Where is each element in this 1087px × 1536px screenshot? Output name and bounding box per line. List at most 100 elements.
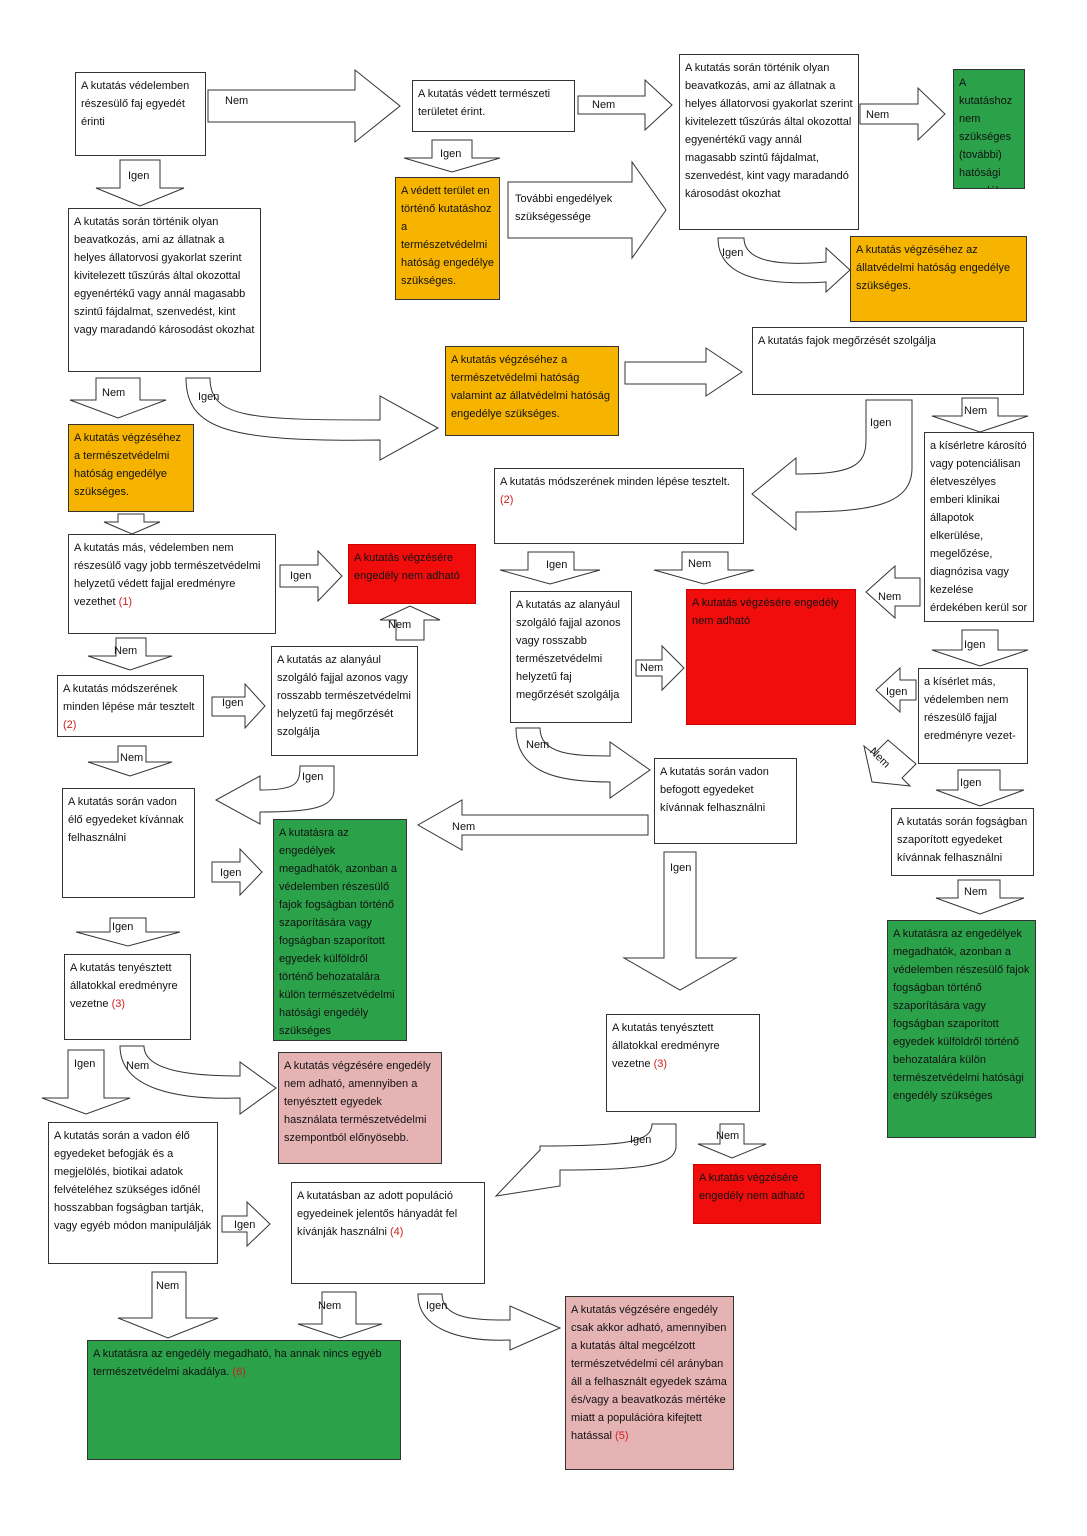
label-igen-4: Igen [198, 391, 220, 403]
arrow-b21-b28 [622, 851, 738, 991]
box-conditional-no-permit: A kutatás végzésére engedély nem adható,… [278, 1052, 442, 1164]
box-protected-area: A kutatás védett természeti területet ér… [412, 80, 575, 132]
label-igen-9: Igen [886, 686, 908, 698]
box-method-tested-1: A kutatás módszerének minden lépése tesz… [494, 468, 744, 544]
arrow-b3-b7 [717, 237, 851, 294]
box-alternative-species: A kutatás más, védelemben nem részesülő … [68, 534, 276, 634]
arrow-b1-b8 [95, 159, 185, 207]
label-igen-8: Igen [964, 639, 986, 651]
arrow-b22-b25 [75, 917, 181, 947]
label-nem-10: Nem [640, 662, 664, 674]
label-nem-13: Igen [960, 777, 982, 789]
box-population-share: A kutatásban az adott populáció egyedein… [291, 1182, 485, 1284]
label-igen-2: Igen [440, 148, 462, 160]
box-no-permit-needed: A kutatáshoz nem szükséges (további) hat… [953, 69, 1025, 189]
label-nem-16: Igen [74, 1058, 96, 1070]
label-igen-5: Igen [870, 417, 892, 429]
label-igen-3: Igen [722, 247, 744, 259]
arrow-b13-b17 [865, 564, 921, 620]
box-not-permitted-3: A kutatás végzésére engedély nem adható [693, 1164, 821, 1224]
label-nem-8: Nem [388, 619, 412, 631]
label-igen-14: Nem [964, 886, 988, 898]
label-igen-6: Igen [546, 559, 568, 571]
arrow-b8-b9 [185, 377, 440, 461]
arrow-b30-b33 [417, 1293, 562, 1351]
arrow-b29-b30 [221, 1200, 271, 1248]
label-igen-17: Nem [716, 1130, 740, 1142]
arrow-b12-b17 [653, 551, 755, 585]
label-nem-2: Nem [592, 99, 616, 111]
box-wild-living: A kutatás során vadon élő egyedeket kívá… [62, 788, 195, 898]
arrow-b1-b2 [207, 68, 401, 144]
arrow-b10-b13 [931, 397, 1029, 433]
box-method-tested-2: A kutatás módszerének minden lépése már … [57, 675, 204, 737]
arrow-b25-b27 [119, 1045, 277, 1115]
label-igen-7: Igen [290, 570, 312, 582]
box-intervention-pain-2: A kutatás során történik olyan beavatkoz… [68, 208, 261, 372]
label-nem-19: Nem [318, 1300, 342, 1312]
arrow-b18-b22 [87, 745, 173, 777]
arrow-b11-b14 [103, 513, 161, 535]
box-permit-captive-breeding-2: A kutatásra az engedélyek megadhatók, az… [887, 920, 1036, 1138]
label-igen-1: Igen [128, 170, 150, 182]
label-nem-1: Nem [225, 95, 249, 107]
arrow-b28-b31 [697, 1123, 767, 1159]
label-igen-12: Igen [302, 771, 324, 783]
label-nem-14: Nem [452, 821, 476, 833]
box-species-conservation: A kutatás fajok megőrzését szolgálja [752, 327, 1024, 395]
arrow-b20-nem-diag [863, 739, 917, 787]
label-nem-6: Nem [688, 558, 712, 570]
arrow-b16-b21 [515, 727, 651, 799]
arrow-b2-b3 [577, 78, 673, 132]
box-same-or-worse-status-1: A kutatás az alanyául szolgáló fajjal az… [510, 591, 632, 723]
arrow-b24-b26 [935, 879, 1025, 915]
arrow-b9-b10 [624, 347, 743, 397]
label-igen-15: Igen [112, 921, 134, 933]
label-nem-17: Igen [630, 1134, 652, 1146]
box-permit-no-obstacle: A kutatásra az engedély megadható, ha an… [87, 1340, 401, 1460]
arrow-b13-b20 [931, 629, 1029, 667]
arrow-b10-b12 [751, 399, 913, 532]
label-igen-18: Igen [234, 1219, 256, 1231]
arrow-b2-b5 [403, 139, 501, 173]
arrow-b20-b24 [935, 769, 1025, 807]
label-nem-7: Nem [878, 591, 902, 603]
box-non-protected-result: a kísérlet más, védelemben nem részesülő… [918, 668, 1028, 764]
box-proportional-permit: A kutatás végzésére engedély csak akkor … [565, 1296, 734, 1470]
arrow-b12-b16 [499, 551, 601, 585]
label-igen-10: Nem [526, 739, 550, 751]
arrow-b30-b32 [297, 1291, 383, 1339]
label-nem-18: Nem [156, 1280, 180, 1292]
box-intervention-pain-1: A kutatás során történik olyan beavatkoz… [679, 54, 859, 230]
box-both-permits: A kutatás végzéséhez a természetvédelmi … [445, 346, 619, 436]
arrow-b21-b23 [416, 799, 649, 851]
label-igen-19: Igen [426, 1300, 448, 1312]
label-igen-16: Nem [126, 1060, 150, 1072]
arrow-b18-b19 [211, 682, 266, 730]
box-clinical-conditions: a kísérletre károsító vagy potenciálisan… [924, 432, 1034, 622]
box-further-permits: További engedélyek szükségessége [515, 193, 613, 223]
box-not-permitted-1: A kutatás végzésére engedély nem adható [348, 544, 476, 604]
box-captive-bred: A kutatás során fogságban szaporított eg… [891, 808, 1034, 876]
label-igen-11: Nem [120, 752, 144, 764]
box-wild-caught: A kutatás során vadon befogott egyedeket… [654, 758, 797, 844]
box-not-permitted-2: A kutatás végzésére engedély nem adható [686, 589, 856, 725]
arrow-b8-b11 [69, 377, 167, 419]
label-igen-13: Igen [670, 862, 692, 874]
label-nem-3: Nem [866, 109, 890, 121]
label-nem-9: Nem [114, 645, 138, 657]
box-same-or-worse-status-2: A kutatás az alanyául szolgáló fajjal az… [271, 646, 418, 756]
arrow-b14-b15 [279, 549, 343, 603]
box-nature-permit: A kutatás végzéséhez a természetvédelmi … [68, 424, 194, 512]
label-nem-4: Nem [102, 387, 126, 399]
arrow-b28-b30 [494, 1123, 677, 1197]
box-bred-animals-1: A kutatás tenyésztett állatokkal eredmén… [64, 954, 191, 1040]
label-nem-11: Igen [222, 697, 244, 709]
box-protected-species: A kutatás védelemben részesülő faj egyed… [75, 72, 206, 156]
box-bred-animals-2: A kutatás tenyésztett állatokkal eredmén… [606, 1014, 760, 1112]
arrow-b15-up [379, 605, 441, 641]
box-protected-area-permit: A védett terület en történő kutatáshoz a… [395, 177, 500, 300]
box-permit-captive-breeding-1: A kutatásra az engedélyek megadhatók, az… [273, 819, 407, 1041]
